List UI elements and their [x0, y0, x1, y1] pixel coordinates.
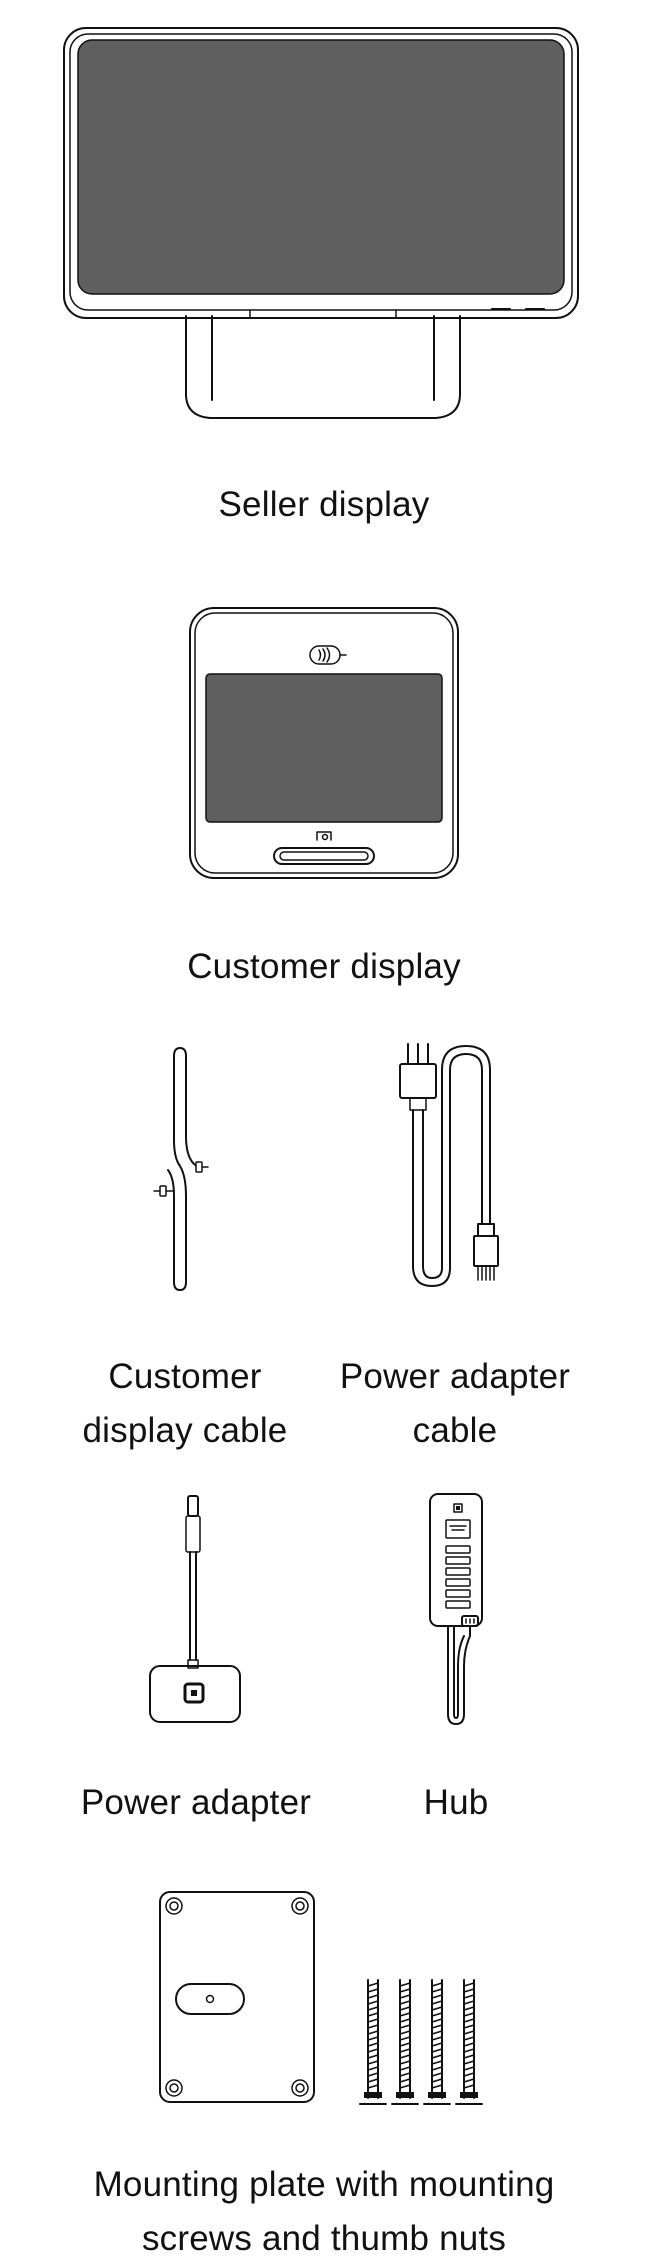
mounting-plate-item — [156, 1888, 496, 2108]
square-logo-icon — [183, 1682, 205, 1704]
power-adapter-item — [146, 1492, 246, 1728]
mounting-plate-caption: Mounting plate with mounting screws and … — [0, 2158, 648, 2266]
power-adapter-caption: Power adapter — [80, 1783, 312, 1822]
customer-display-cable-caption-line1: Customer — [108, 1357, 262, 1396]
power-adapter-illustration — [149, 1495, 241, 1723]
hub-item — [420, 1490, 492, 1730]
power-adapter-cable-caption-line2: cable — [412, 1411, 498, 1450]
power-adapter-cable-illustration — [399, 1043, 499, 1287]
customer-display-item — [186, 600, 462, 882]
contactless-icon — [309, 645, 347, 665]
customer-display-cable-caption: Customer display cable — [60, 1350, 310, 1458]
customer-display-cable-illustration — [153, 1047, 209, 1291]
screws — [359, 1979, 483, 2105]
customer-display-cable-item — [150, 1046, 220, 1292]
hub-illustration — [429, 1493, 483, 1725]
power-adapter-cable-caption-line1: Power adapter — [339, 1357, 571, 1396]
power-adapter-cable-item — [390, 1040, 514, 1296]
customer-display-caption: Customer display — [187, 947, 461, 986]
mounting-plate-illustration — [159, 1891, 483, 2105]
seller-display-item — [60, 24, 584, 434]
seller-display-illustration — [63, 27, 579, 419]
customer-display-illustration — [189, 607, 459, 879]
power-adapter-cable-caption: Power adapter cable — [320, 1350, 590, 1458]
hub-caption: Hub — [423, 1783, 489, 1822]
seller-display-caption: Seller display — [218, 485, 430, 524]
customer-display-cable-caption-line2: display cable — [82, 1411, 288, 1450]
mounting-plate-caption-line1: Mounting plate with mounting — [93, 2165, 555, 2204]
card-slot-icon — [316, 831, 332, 841]
mounting-plate-caption-line2: screws and thumb nuts — [141, 2219, 507, 2258]
